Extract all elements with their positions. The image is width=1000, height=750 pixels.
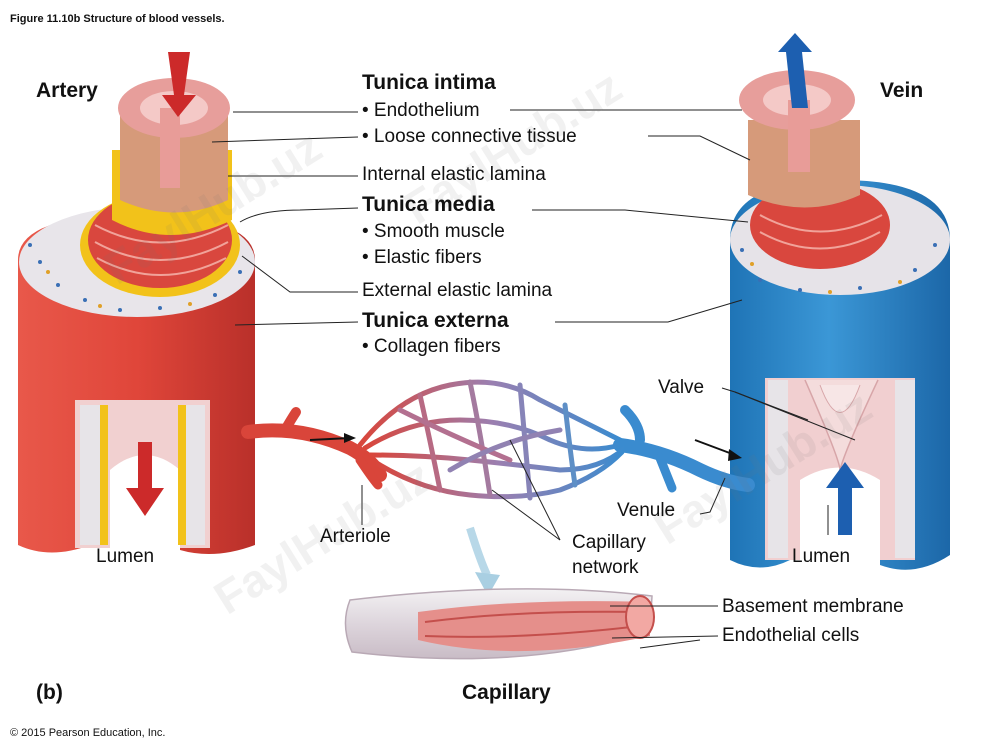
label-artery: Artery [36,79,98,102]
arrow-vein-lumen [826,462,864,535]
label-collagen-fibers: • Collagen fibers [362,336,501,357]
figure-title: Figure 11.10b Structure of blood vessels… [10,13,225,25]
artery-vessel [18,78,255,554]
arrow-artery-lumen [126,442,164,516]
label-tunica-intima: Tunica intima [362,71,496,94]
arrow-into-artery [162,52,196,117]
label-arteriole: Arteriole [320,526,391,547]
vein-vessel [730,70,950,570]
leader-lines [211,109,856,649]
copyright: © 2015 Pearson Education, Inc. [10,727,166,739]
arrow-out-of-vein [778,33,812,108]
label-lumen-artery: Lumen [96,546,155,567]
label-tunica-media: Tunica media [362,193,495,216]
label-valve: Valve [658,377,705,398]
label-endothelium: • Endothelium [362,100,480,121]
label-basement-membrane: Basement membrane [722,596,904,617]
label-internal-elastic-lamina: Internal elastic lamina [362,164,546,185]
label-endothelial-cells: Endothelial cells [722,625,860,646]
label-tunica-externa: Tunica externa [362,309,509,332]
label-capillary: Capillary [462,681,551,704]
label-elastic-fibers: • Elastic fibers [362,247,482,268]
capillary-detail [344,588,655,660]
label-loose-connective-tissue: • Loose connective tissue [362,126,577,147]
label-capillary-network-line1: Capillary [572,532,646,553]
microcirculation [241,379,755,596]
label-venule: Venule [617,500,676,521]
label-external-elastic-lamina: External elastic lamina [362,280,553,301]
label-lumen-vein: Lumen [792,546,851,567]
label-capillary-network-line2: network [572,557,639,578]
label-vein: Vein [880,79,924,102]
panel-label: (b) [36,681,63,704]
label-smooth-muscle: • Smooth muscle [362,221,505,242]
